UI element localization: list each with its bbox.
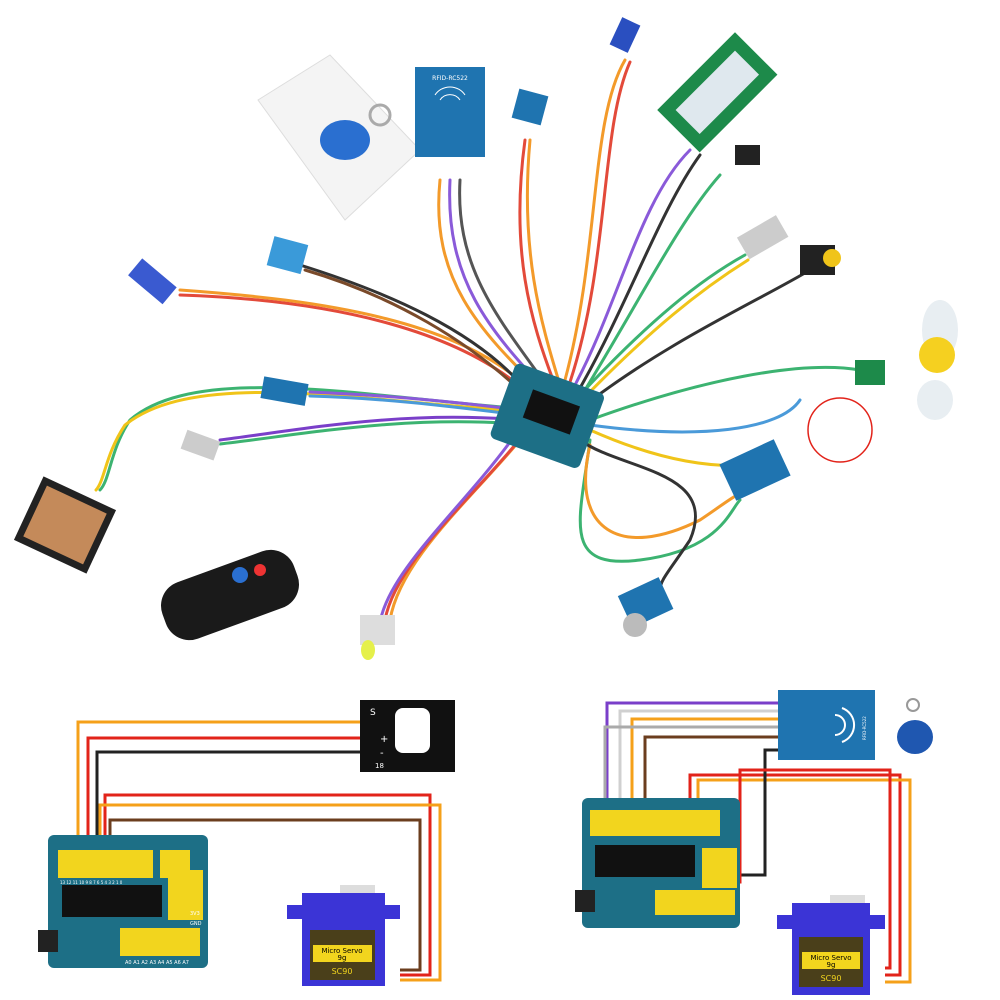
analog-pin-labels: A0 A1 A2 A3 A4 A5 A6 A7 <box>125 960 189 966</box>
left-wiring-diagram <box>76 720 442 982</box>
relay-module <box>719 439 791 501</box>
servo-motor <box>609 17 641 53</box>
photoresistor-module <box>180 429 221 461</box>
ir-receiver-module: S + - 18 <box>360 700 455 772</box>
fan-module <box>855 300 958 420</box>
rfid-reader-diagram: RFID-RC522 <box>778 690 875 760</box>
pin-label-s: S <box>370 708 376 718</box>
rain-sensor-module <box>13 476 117 574</box>
ir-remote <box>161 549 299 641</box>
servo-label: Micro Servo <box>810 954 851 962</box>
servo-model: SC90 <box>821 974 842 983</box>
digital-pin-labels: 13 12 11 10 9 8 7 6 5 4 3 2 1 0 <box>60 880 123 885</box>
servo-model: SC90 <box>332 967 353 976</box>
nano-shield-board <box>490 363 604 468</box>
rfid-reader-module: RFID-RC522 <box>415 67 485 157</box>
gas-sensor-module <box>617 577 674 637</box>
rfid-card <box>257 54 421 221</box>
button-module <box>800 245 841 275</box>
nano-shield-left: A0 A1 A2 A3 A4 A5 A6 A7 13 12 11 10 9 8 … <box>38 835 208 968</box>
buzzer-module <box>735 145 760 165</box>
power-label-gnd: GND <box>190 921 202 927</box>
dht11-sensor <box>266 236 309 275</box>
lcd1602-display <box>657 32 778 153</box>
rfid-label: RFID-RC522 <box>862 716 867 740</box>
tilt-sensor-module <box>736 215 789 260</box>
pin-label-plus: + <box>380 734 388 745</box>
power-label-3v3: 3V3 <box>190 911 200 917</box>
servo-weight: 9g <box>827 961 836 969</box>
rfid-tag <box>897 698 933 754</box>
servo-right: Micro Servo 9g SC90 <box>777 895 885 995</box>
pin-label-minus: - <box>380 748 384 759</box>
led-module <box>360 615 395 660</box>
servo-left: Micro Servo 9g SC90 <box>287 885 400 986</box>
servo-label: Micro Servo <box>321 947 362 955</box>
module-marking: 18 <box>375 762 384 770</box>
servo-weight: 9g <box>338 954 347 962</box>
touch-sensor-module <box>511 88 549 126</box>
sound-sensor-module <box>260 376 309 406</box>
right-wiring-diagram <box>603 701 912 984</box>
rfid-chip-label: RFID-RC522 <box>432 75 468 82</box>
servo-motor-2 <box>128 258 177 305</box>
nano-shield-right <box>575 798 740 928</box>
